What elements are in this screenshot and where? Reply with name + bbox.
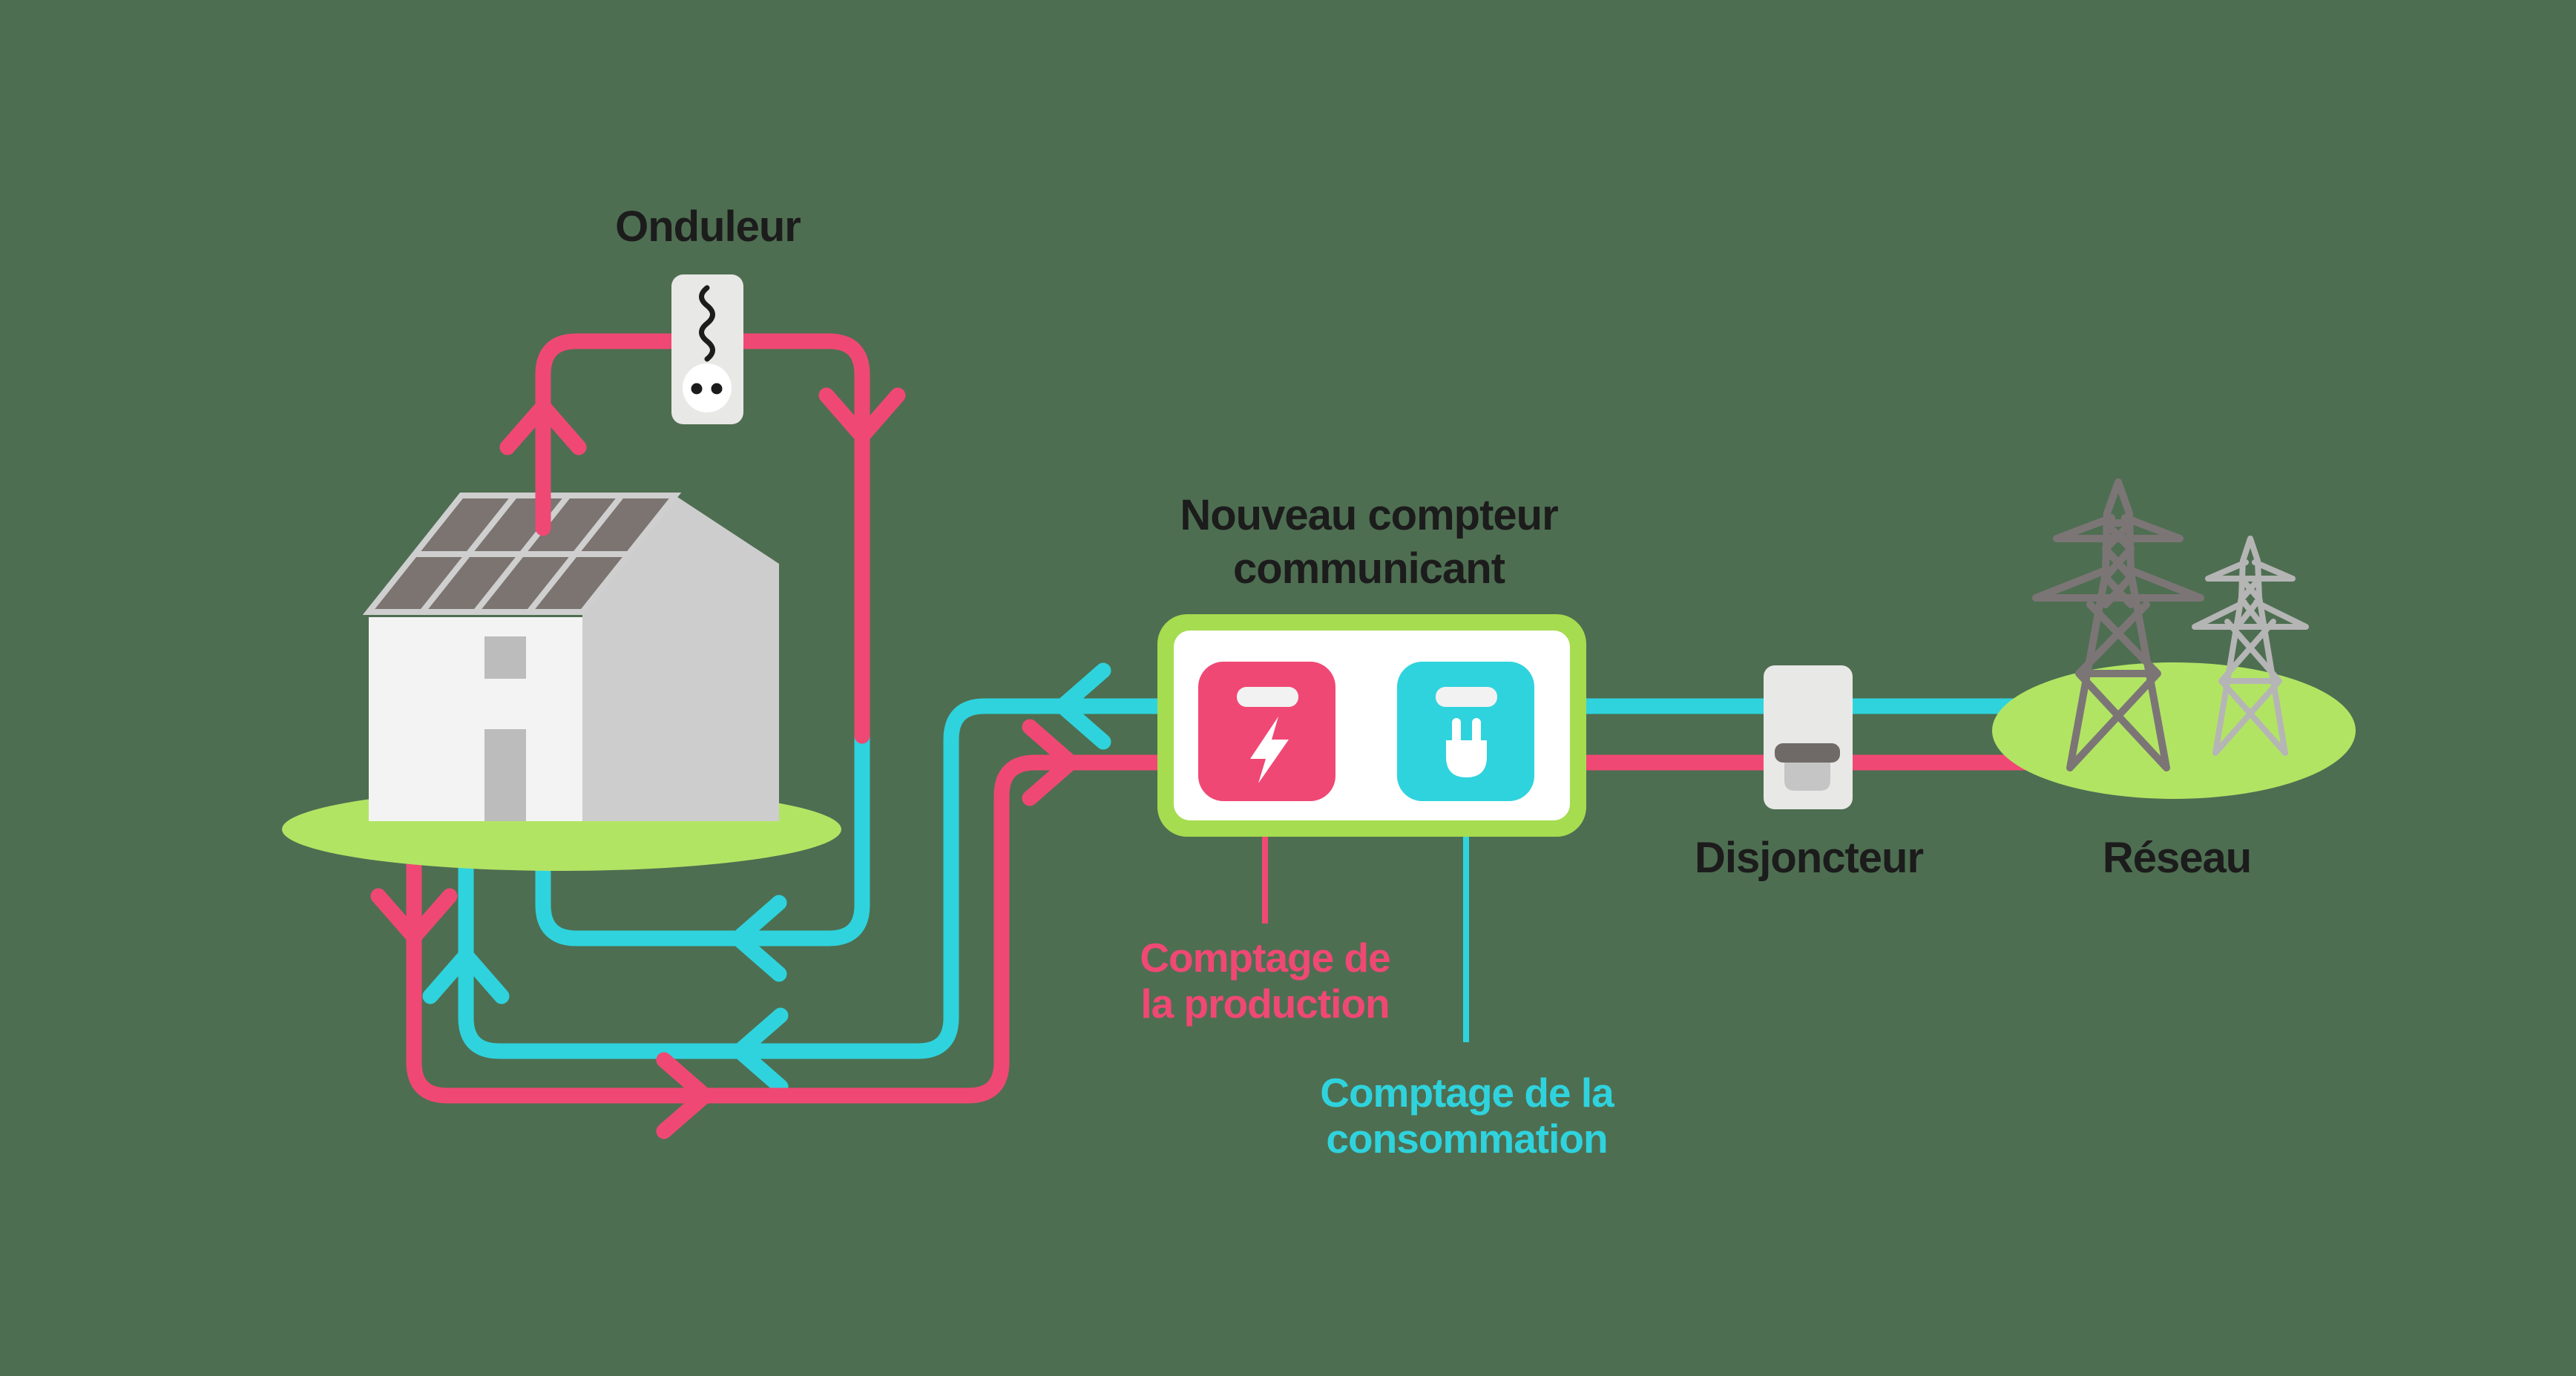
grid-ground-ellipse — [1992, 662, 2356, 799]
transmission-pylon-small — [2192, 536, 2309, 756]
inverter-wave-socket-icon — [671, 274, 743, 424]
meter-title-line2: communicant — [1233, 544, 1505, 593]
house-door — [484, 729, 526, 821]
pylon-crossarm — [2205, 559, 2296, 582]
wave-icon — [699, 285, 715, 362]
arrow-down-icon — [818, 387, 906, 444]
production-flow-lines — [370, 719, 2034, 1139]
house-front-wall — [369, 617, 582, 821]
smart-meter-box — [1157, 614, 1586, 837]
plug-icon — [1446, 718, 1487, 777]
socket-hole — [711, 383, 723, 395]
meter-title-line1: Nouveau compteur — [1180, 491, 1558, 539]
arrow-right-icon — [656, 1052, 713, 1139]
arrow-left-icon — [732, 1007, 789, 1095]
pylon-crossarm — [2032, 566, 2204, 602]
socket-hole — [691, 383, 703, 395]
inverter-label: Onduleur — [615, 203, 801, 251]
pylon-crossarm — [2053, 514, 2184, 542]
consumption-caption-line2: consommation — [1326, 1116, 1607, 1162]
transmission-pylon-large — [2032, 478, 2204, 771]
breaker-label: Disjoncteur — [1695, 834, 1923, 882]
cyan-inverter-to-house-line — [535, 725, 870, 947]
arrow-down-icon — [370, 888, 458, 945]
socket-circle — [683, 363, 732, 412]
counter-screen — [1436, 687, 1497, 707]
production-caption-line2: la production — [1140, 981, 1389, 1027]
arrow-up-icon — [499, 398, 587, 455]
consumption-counter — [1397, 662, 1534, 801]
arrow-right-icon — [1022, 719, 1079, 806]
production-counter — [1198, 662, 1335, 801]
pink-surplus-to-meter-line — [406, 754, 1269, 1104]
circuit-breaker-icon — [1764, 665, 1853, 809]
grid-label: Réseau — [2103, 834, 2251, 882]
solar-panel-frame — [362, 493, 682, 615]
arrow-up-icon — [422, 947, 510, 1004]
arrow-left-icon — [1054, 662, 1111, 750]
consumption-caption-line1: Comptage de la — [1320, 1070, 1614, 1116]
production-caption-line1: Comptage de — [1140, 935, 1390, 981]
lightning-bolt-icon — [1250, 717, 1289, 783]
counter-screen — [1237, 687, 1298, 707]
breaker-bar — [1775, 743, 1840, 763]
house-with-solar-panels-icon — [362, 493, 779, 821]
pylon-crossarm — [2192, 599, 2309, 630]
breaker-switch — [1784, 754, 1830, 791]
arrow-left-icon — [730, 895, 787, 982]
cyan-grid-to-house-line — [458, 698, 1269, 1059]
house-side-wall — [582, 496, 779, 821]
solar-panels — [362, 493, 682, 615]
house-window — [484, 636, 526, 679]
